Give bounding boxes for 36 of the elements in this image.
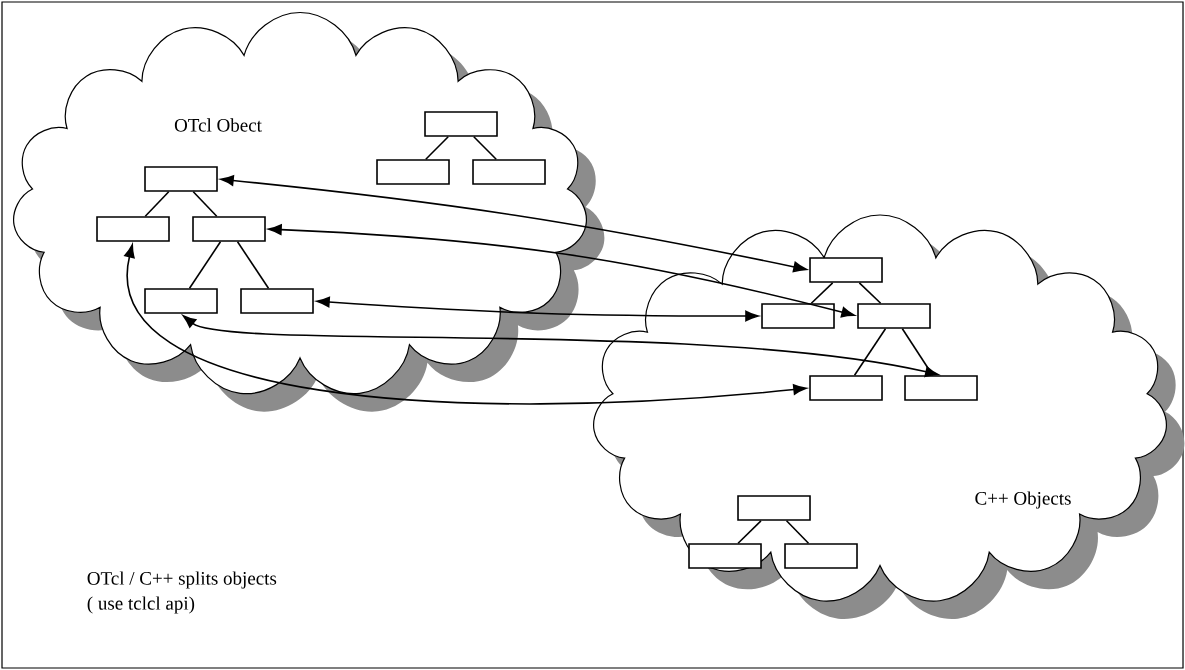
tree-line [236,241,270,289]
tree-box [192,216,266,242]
tree-box [472,159,546,185]
tree-line [853,328,887,376]
cloud: C++ Objects [593,214,1167,602]
arrow [124,244,807,405]
tree-box [737,495,811,521]
arrow [316,296,759,322]
tree-box [761,303,835,329]
tree-line [144,191,170,217]
tree-box [424,111,498,137]
tree-box [688,543,762,569]
tree-line [425,136,449,160]
tree-line [785,520,810,544]
tree-line [192,191,218,217]
tree-box [809,257,883,283]
tree-box [809,375,883,401]
tree-line [810,282,834,304]
tree-box [240,288,314,314]
tree-line [858,282,882,304]
arrow [220,175,807,273]
tree-box [144,166,218,192]
tree-box [784,543,858,569]
cloud: OTcl Obect [13,11,587,395]
tree-box [857,303,931,329]
note-text: ( use tclcl api) [87,596,195,614]
tree-box [904,375,978,401]
tree-line [737,520,762,544]
arrow [182,315,939,378]
tree-line [473,136,497,160]
tree-box [144,288,218,314]
tree-box [376,159,450,185]
note-text: OTcl / C++ splits objects [87,571,277,589]
arrow [268,224,855,318]
tree-line [188,241,222,289]
tree-box [96,216,170,242]
